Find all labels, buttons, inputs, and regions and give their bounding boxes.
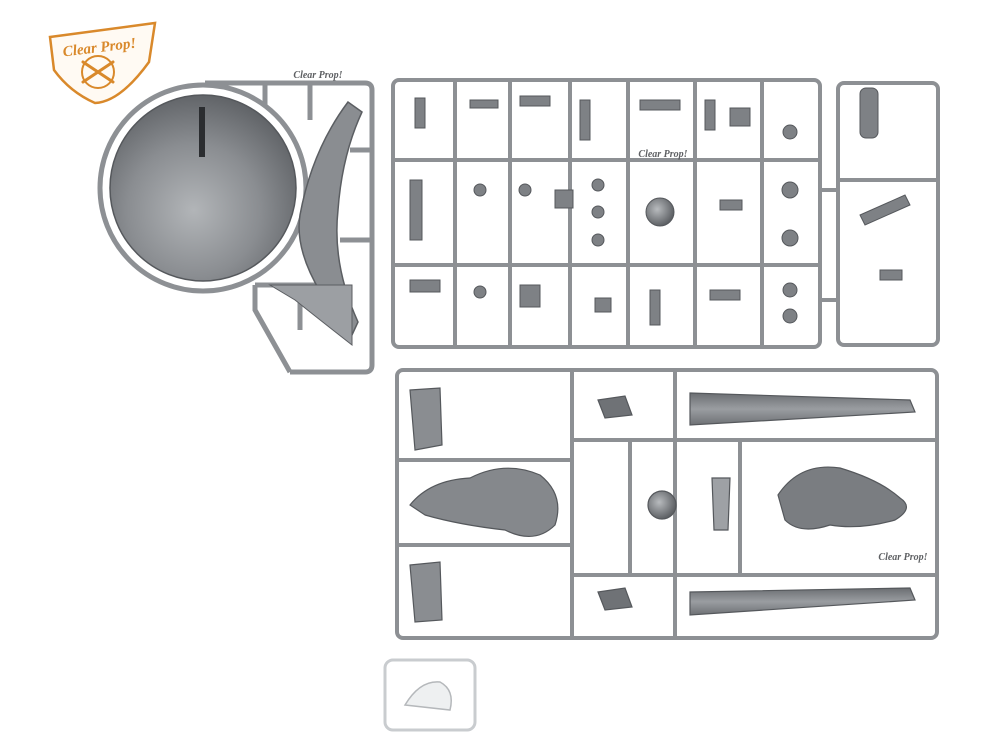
canopy-frame-part	[711, 477, 731, 531]
fan-sheet-part	[268, 284, 353, 347]
rotor-hub	[647, 490, 677, 520]
rotor-blade-bottom	[689, 587, 916, 616]
tail-fin-top	[409, 387, 443, 451]
clear-prop-logo: Clear Prop!	[48, 21, 157, 105]
fuselage-left-part	[409, 467, 559, 537]
dome-slot	[199, 107, 205, 157]
sprue-frame-fuselage	[395, 368, 939, 640]
small-parts	[409, 87, 911, 326]
frame-a-mark: Clear Prop!	[293, 70, 342, 81]
clear-parts-sprue	[383, 658, 477, 732]
fuselage-right-part	[777, 466, 907, 530]
rotor-blade-top	[689, 392, 916, 426]
dome-part	[109, 94, 297, 282]
fuselage-parts	[409, 387, 916, 623]
frame-c-mark: Clear Prop!	[878, 552, 927, 563]
frame-b-mark: Clear Prop!	[638, 149, 687, 160]
sprue-frame-small-parts	[391, 78, 940, 349]
tail-fin-bottom	[409, 561, 443, 623]
